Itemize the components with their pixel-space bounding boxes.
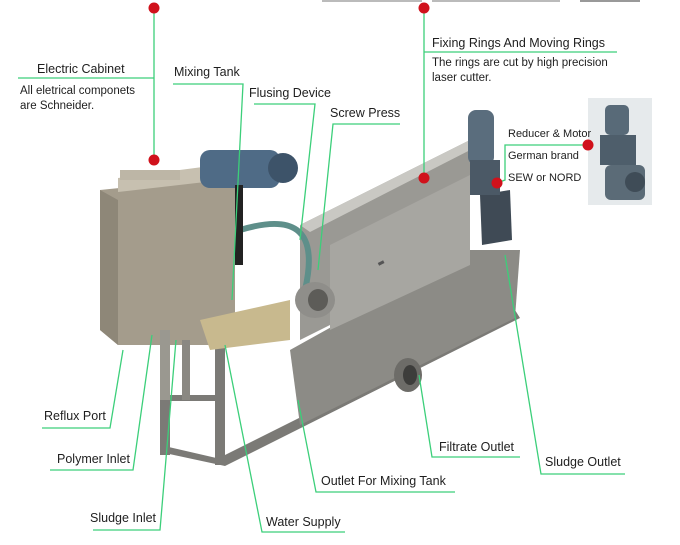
label-german-brand: German brand [508,150,579,162]
screw-press-body [290,140,520,425]
label-flusing-device: Flusing Device [249,86,331,100]
label-fixing-rings: Fixing Rings And Moving Rings [432,36,605,50]
desc-line: All eletrical componets [20,85,136,97]
label-mixing-tank: Mixing Tank [174,65,240,79]
top-strip [322,0,422,2]
top-strip [580,0,640,2]
desc-line: are Schneider. [20,100,95,112]
desc-line: laser cutter. [432,72,492,84]
label-polymer-inlet: Polymer Inlet [57,452,130,466]
label-reflux-port: Reflux Port [44,409,106,423]
mixing-tank-body [100,165,290,400]
leader-lines [18,8,625,533]
mixer-motor [200,150,298,265]
label-sludge-outlet: Sludge Outlet [545,455,621,469]
label-sludge-inlet: Sludge Inlet [90,511,157,525]
reducer-motor [468,110,500,195]
label-water-supply: Water Supply [266,515,341,529]
reducer-motor-inset-photo [588,98,652,205]
label-electric-cabinet: Electric Cabinet [37,62,125,76]
fixing-rings-description: The rings are cut by high precision lase… [432,56,608,86]
flushing-hose [239,220,312,291]
marker-dots [148,2,594,189]
top-strip [432,0,560,2]
electric-cabinet-description: All eletrical componets are Schneider. [20,84,135,114]
label-reducer-motor: Reducer & Motor [508,128,592,140]
label-filtrate-outlet: Filtrate Outlet [439,440,515,454]
desc-line: The rings are cut by high precision [432,57,608,69]
label-screw-press: Screw Press [330,106,401,120]
label-outlet-mixing-tank: Outlet For Mixing Tank [321,474,446,488]
label-sew-nord: SEW or NORD [508,172,582,184]
